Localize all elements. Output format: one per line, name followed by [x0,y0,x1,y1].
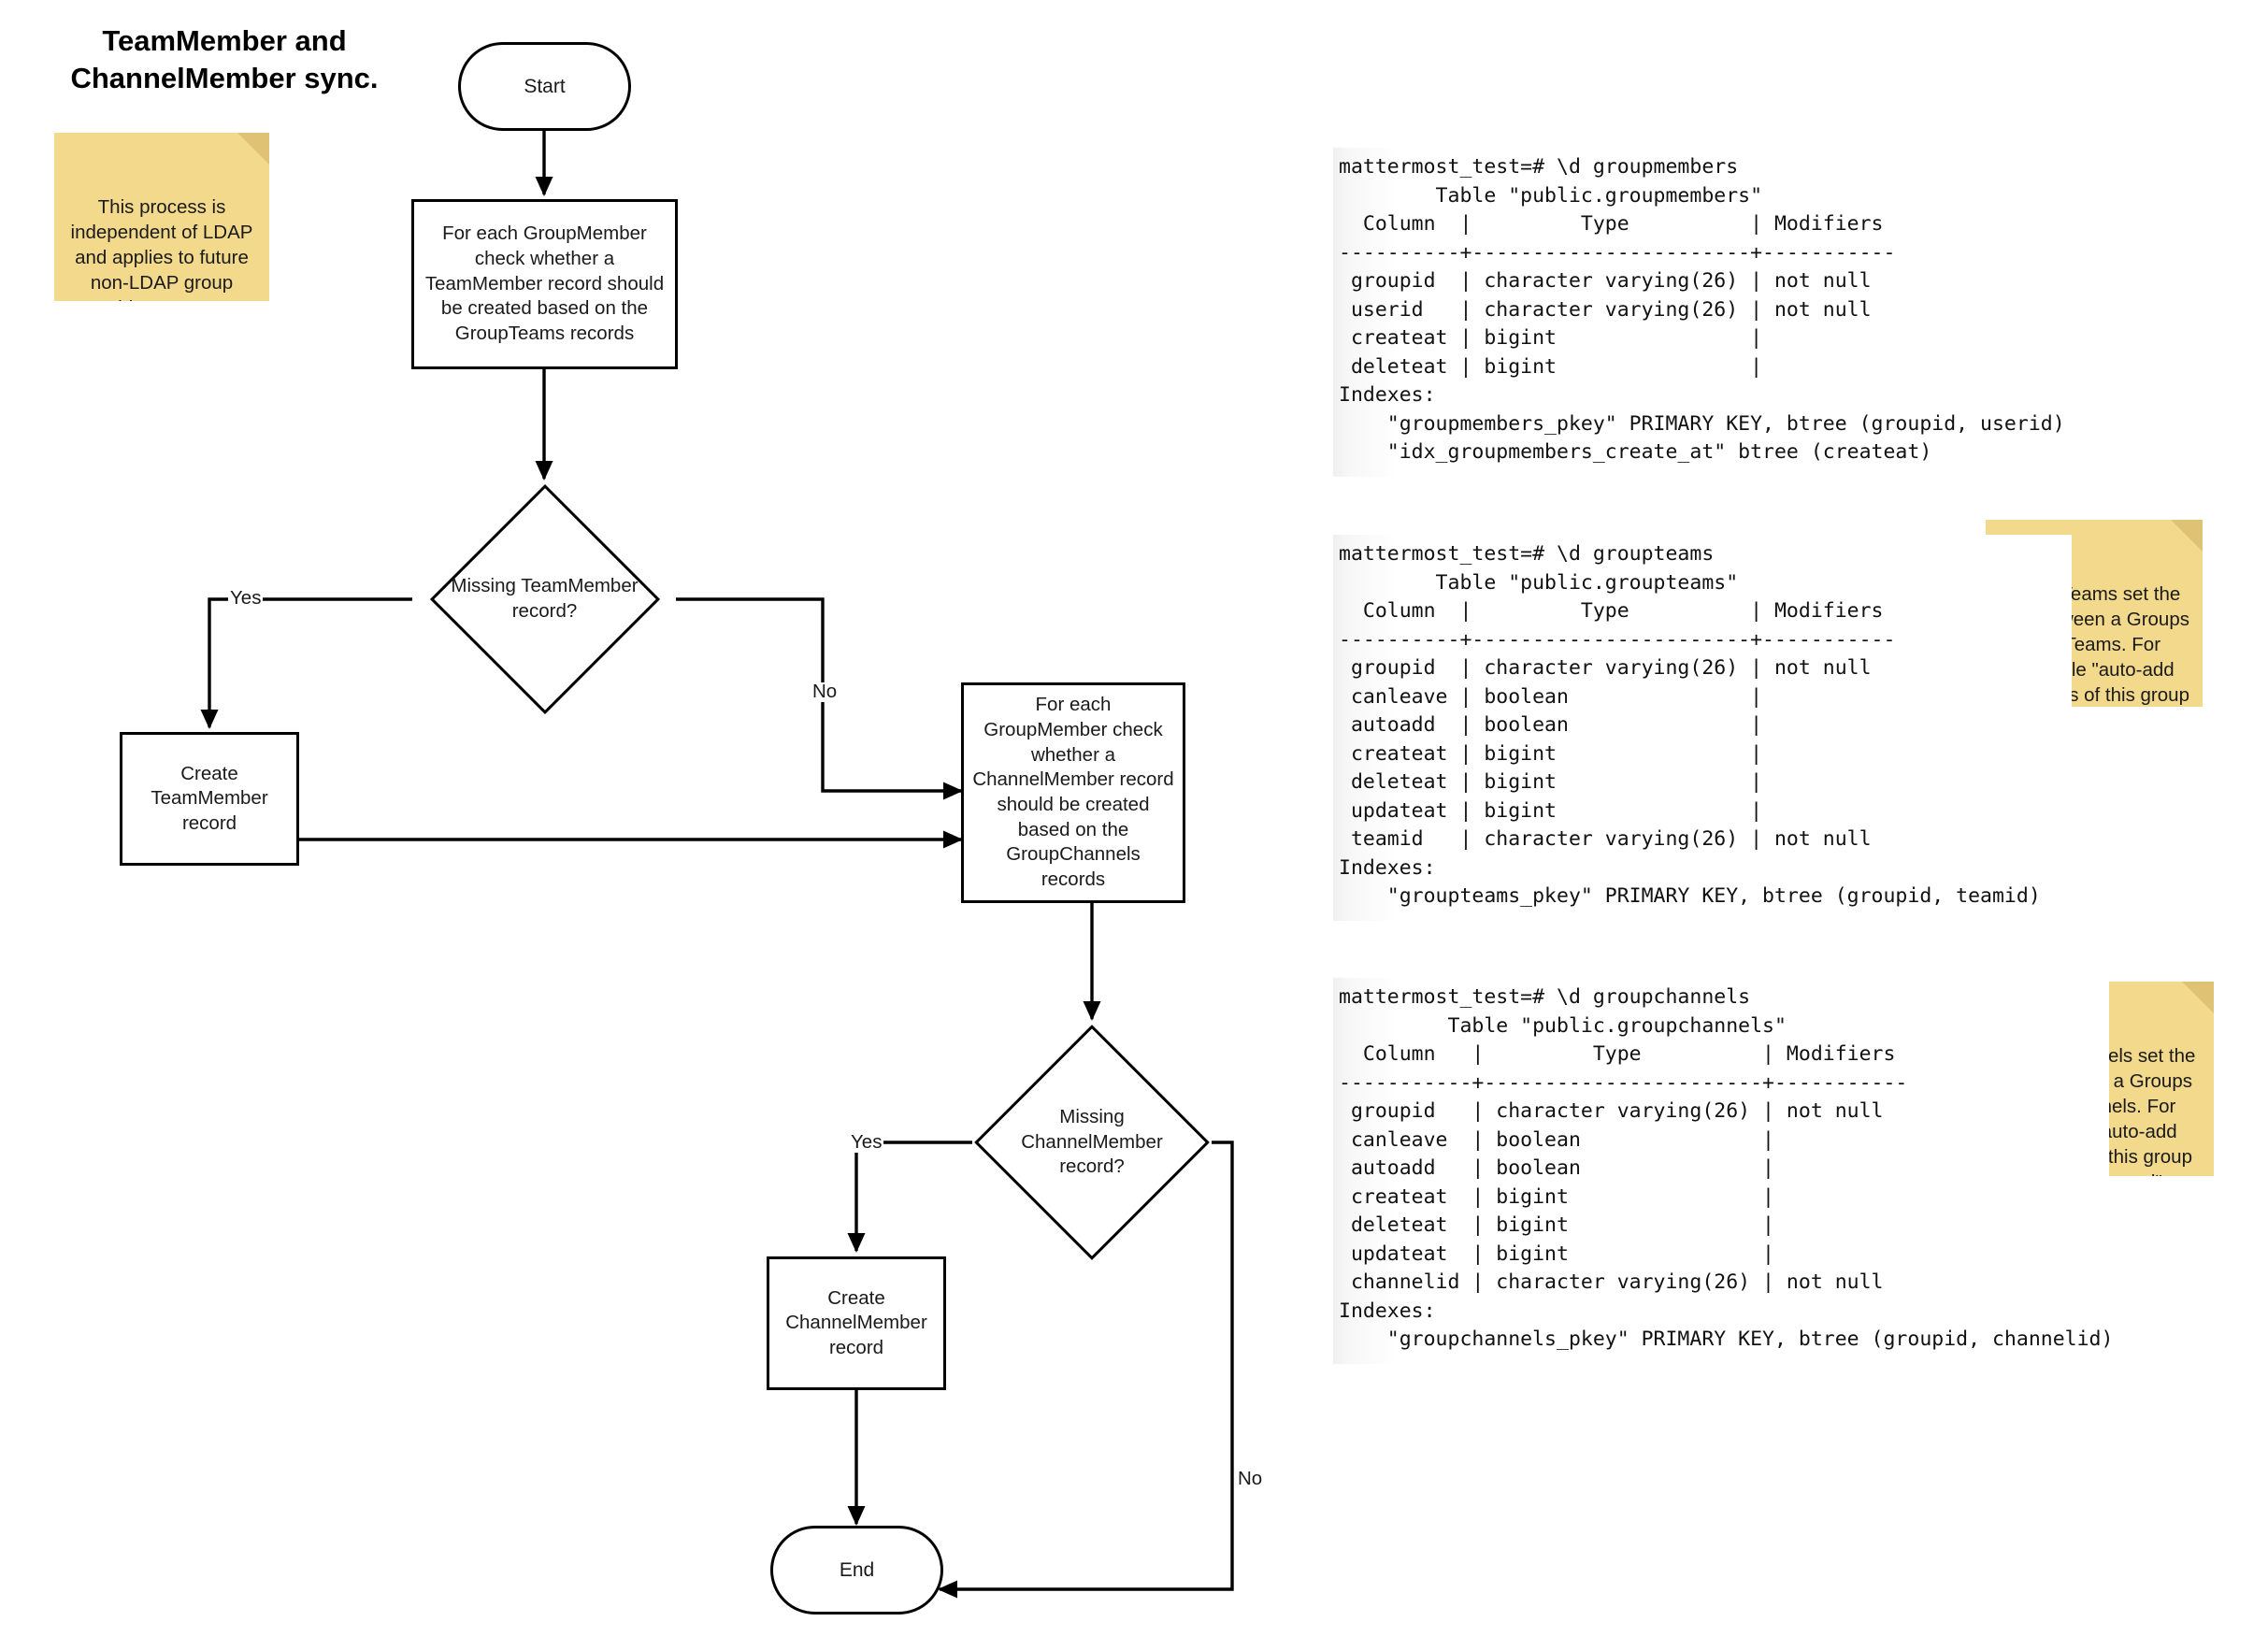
flow-node-create-teammember[interactable]: Create TeamMember record [120,732,299,866]
flow-node-create-channelmember-label: Create ChannelMember record [785,1286,927,1358]
flow-node-end-label: End [839,1558,875,1581]
flow-node-start[interactable]: Start [458,42,631,131]
note-fold-corner-icon [2171,520,2203,552]
flow-node-start-label: Start [524,75,566,97]
edge-label-yes-teammember: Yes [228,587,264,609]
sticky-note-ldap: This process is independent of LDAP and … [54,133,269,301]
flow-node-decision-teammember-label: Missing TeamMember record? [451,575,639,622]
edge-label-no-teammember: No [811,681,840,702]
terminal-output-groupteams: mattermost_test=# \d groupteams Table "p… [1333,535,2072,921]
note-fold-corner-icon [2182,982,2214,1013]
flow-node-process-teammember[interactable]: For each GroupMember check whether a Tea… [411,199,678,369]
edge-decision1-yes-to-create-teammember [200,597,412,730]
flow-node-decision-channelmember-label: Missing ChannelMember record? [1021,1106,1163,1178]
flow-node-process-channelmember[interactable]: For each GroupMember check whether a Cha… [961,682,1185,903]
flow-node-process-channelmember-label: For each GroupMember check whether a Cha… [972,694,1174,890]
edge-label-no-channelmember: No [1236,1468,1265,1489]
terminal-output-groupmembers: mattermost_test=# \d groupmembers Table … [1333,148,2072,477]
flow-node-end[interactable]: End [770,1526,943,1614]
sticky-note-ldap-text: This process is independent of LDAP and … [70,196,253,301]
flow-node-create-channelmember[interactable]: Create ChannelMember record [767,1256,946,1390]
edge-label-yes-channelmember: Yes [849,1131,884,1153]
terminal-output-groupchannels: mattermost_test=# \d groupchannels Table… [1333,978,2113,1364]
edge-decision2-yes-to-create-channelmember [847,1141,972,1254]
flow-node-decision-teammember[interactable]: Missing TeamMember record? [412,483,677,715]
flow-node-create-teammember-label: Create TeamMember record [151,762,268,834]
note-fold-corner-icon [237,133,269,165]
page-title: TeamMember and ChannelMember sync. [70,24,379,94]
flow-node-decision-channelmember[interactable]: Missing ChannelMember record? [972,1025,1212,1260]
flow-node-process-teammember-label: For each GroupMember check whether a Tea… [424,222,665,344]
